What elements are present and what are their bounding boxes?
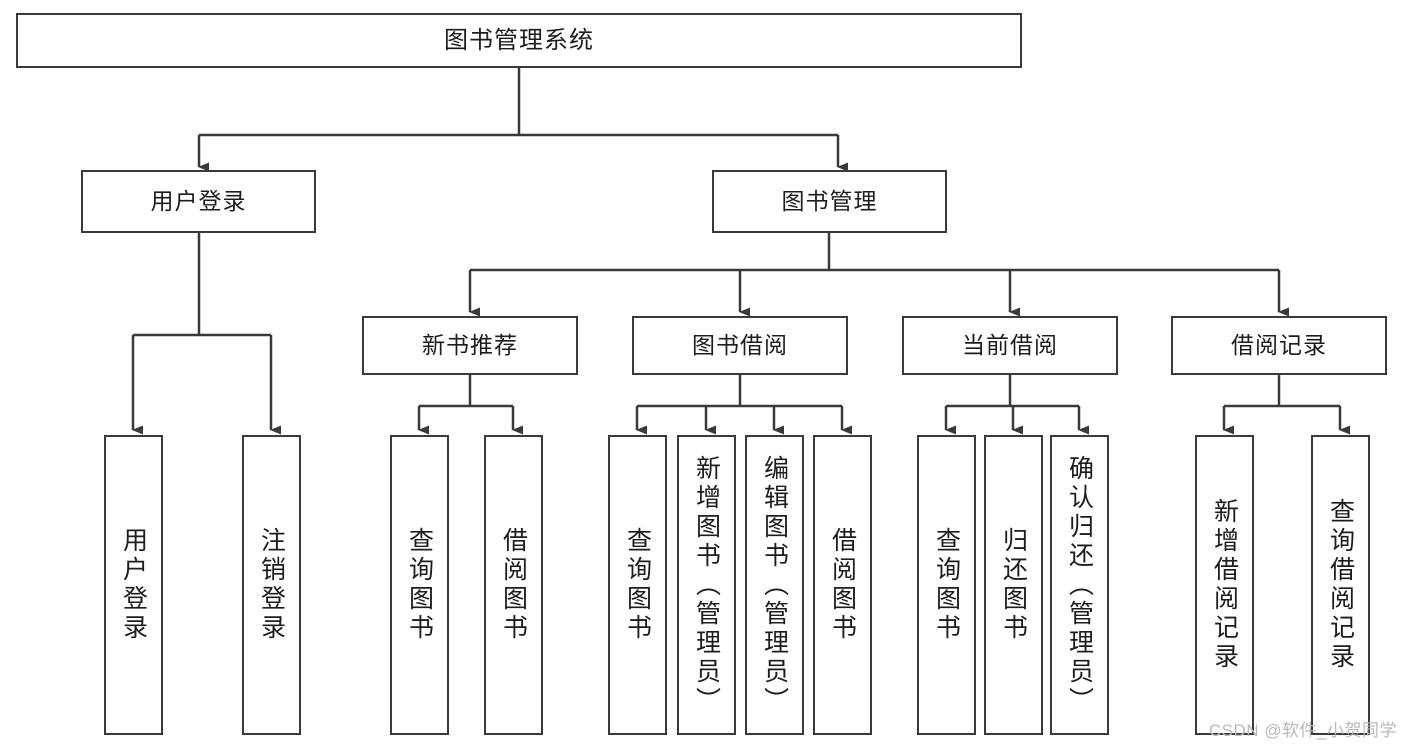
node-label: 图书借阅 bbox=[692, 332, 788, 359]
node-new-book-recommend[interactable]: 新书推荐 bbox=[362, 316, 578, 375]
leaf-new-book-query[interactable]: 查询图书 bbox=[390, 435, 449, 735]
leaf-user-login-logout[interactable]: 注销登录 bbox=[242, 435, 301, 735]
node-label: 归还图书 bbox=[999, 527, 1028, 643]
leaf-user-login-login[interactable]: 用户登录 bbox=[104, 435, 163, 735]
leaf-borrow-record-query[interactable]: 查询借阅记录 bbox=[1311, 435, 1370, 735]
node-borrow-record[interactable]: 借阅记录 bbox=[1171, 316, 1387, 375]
leaf-book-borrow-add[interactable]: 新增图书（管理员） bbox=[677, 435, 736, 735]
node-label: 查询图书 bbox=[405, 527, 434, 643]
node-label: 新增图书（管理员） bbox=[692, 454, 721, 716]
node-label: 借阅图书 bbox=[499, 527, 528, 643]
node-user-login[interactable]: 用户登录 bbox=[81, 170, 316, 233]
leaf-book-borrow-edit[interactable]: 编辑图书（管理员） bbox=[745, 435, 804, 735]
leaf-borrow-record-add[interactable]: 新增借阅记录 bbox=[1195, 435, 1254, 735]
node-book-management[interactable]: 图书管理 bbox=[712, 170, 947, 233]
node-label: 查询图书 bbox=[932, 527, 961, 643]
node-label: 用户登录 bbox=[150, 188, 247, 215]
node-label: 新书推荐 bbox=[422, 332, 518, 359]
leaf-book-borrow-borrow[interactable]: 借阅图书 bbox=[813, 435, 872, 735]
node-label: 确认归还（管理员） bbox=[1065, 454, 1094, 716]
leaf-current-borrow-confirm-return[interactable]: 确认归还（管理员） bbox=[1050, 435, 1109, 735]
node-book-borrow[interactable]: 图书借阅 bbox=[632, 316, 848, 375]
node-current-borrow[interactable]: 当前借阅 bbox=[902, 316, 1118, 375]
leaf-new-book-borrow[interactable]: 借阅图书 bbox=[484, 435, 543, 735]
node-label: 图书管理 bbox=[781, 188, 878, 215]
leaf-current-borrow-query[interactable]: 查询图书 bbox=[917, 435, 976, 735]
node-label: 新增借阅记录 bbox=[1210, 498, 1239, 672]
watermark: CSDN @软件_小贺同学 bbox=[1208, 721, 1397, 740]
node-label: 借阅图书 bbox=[828, 527, 857, 643]
node-label: 查询借阅记录 bbox=[1326, 498, 1355, 672]
node-label: 当前借阅 bbox=[962, 332, 1058, 359]
node-label: 图书管理系统 bbox=[444, 26, 594, 54]
node-root-system[interactable]: 图书管理系统 bbox=[16, 13, 1022, 68]
node-label: 注销登录 bbox=[257, 527, 286, 643]
node-label: 编辑图书（管理员） bbox=[760, 454, 789, 716]
node-label: 借阅记录 bbox=[1231, 332, 1327, 359]
leaf-current-borrow-return[interactable]: 归还图书 bbox=[984, 435, 1043, 735]
leaf-book-borrow-query[interactable]: 查询图书 bbox=[608, 435, 667, 735]
node-label: 查询图书 bbox=[623, 527, 652, 643]
node-label: 用户登录 bbox=[119, 527, 148, 643]
